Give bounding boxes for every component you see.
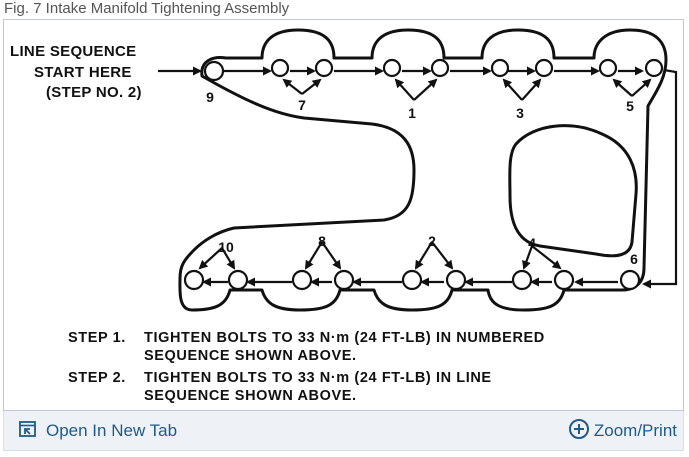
bolt-number-9: 9: [206, 89, 214, 105]
line-sequence-label: LINE SEQUENCE: [10, 43, 136, 60]
bolt-number-5: 5: [626, 98, 634, 114]
manifold-outline: [178, 28, 668, 312]
zoom-print-label: Zoom/Print: [593, 421, 677, 440]
open-in-new-tab-button[interactable]: Open In New Tab: [18, 411, 177, 451]
step-no-2-label: (STEP NO. 2): [46, 84, 142, 101]
figure-caption: Fig. 7 Intake Manifold Tightening Assemb…: [4, 0, 290, 17]
bolt-number-7: 7: [298, 97, 306, 113]
figure-toolbar: Open In New Tab Zoom/Print: [3, 411, 684, 451]
zoom-print-button[interactable]: Zoom/Print: [568, 411, 677, 451]
step-1-prefix: STEP 1.: [68, 330, 126, 346]
figure-frame[interactable]: LINE SEQUENCE START HERE (STEP NO. 2): [3, 19, 684, 411]
bolt-number-1: 1: [408, 105, 416, 121]
bolt-heads: [183, 58, 664, 291]
intake-manifold-diagram: LINE SEQUENCE START HERE (STEP NO. 2): [10, 28, 678, 404]
start-here-label: START HERE: [34, 64, 132, 81]
step-1-line1: TIGHTEN BOLTS TO 33 N·m (24 FT-LB) IN NU…: [144, 330, 545, 346]
step-1-line2: SEQUENCE SHOWN ABOVE.: [144, 348, 357, 364]
bolt-number-3: 3: [516, 105, 524, 121]
zoom-plus-icon: [568, 418, 590, 445]
bolt-number-4: 4: [528, 235, 536, 251]
open-in-new-tab-label: Open In New Tab: [46, 421, 178, 440]
bolt-number-10: 10: [218, 239, 234, 255]
bolt-number-8: 8: [318, 233, 326, 249]
step-2-line2: SEQUENCE SHOWN ABOVE.: [144, 388, 357, 404]
step-2-line1: TIGHTEN BOLTS TO 33 N·m (24 FT-LB) IN LI…: [144, 370, 492, 386]
open-new-tab-icon: [18, 419, 38, 444]
bolt-number-6: 6: [630, 251, 638, 267]
numbered-sequence-arrows: [198, 78, 652, 270]
step-2-prefix: STEP 2.: [68, 370, 126, 386]
bolt-number-2: 2: [428, 233, 436, 249]
line-sequence-path: [202, 66, 678, 289]
